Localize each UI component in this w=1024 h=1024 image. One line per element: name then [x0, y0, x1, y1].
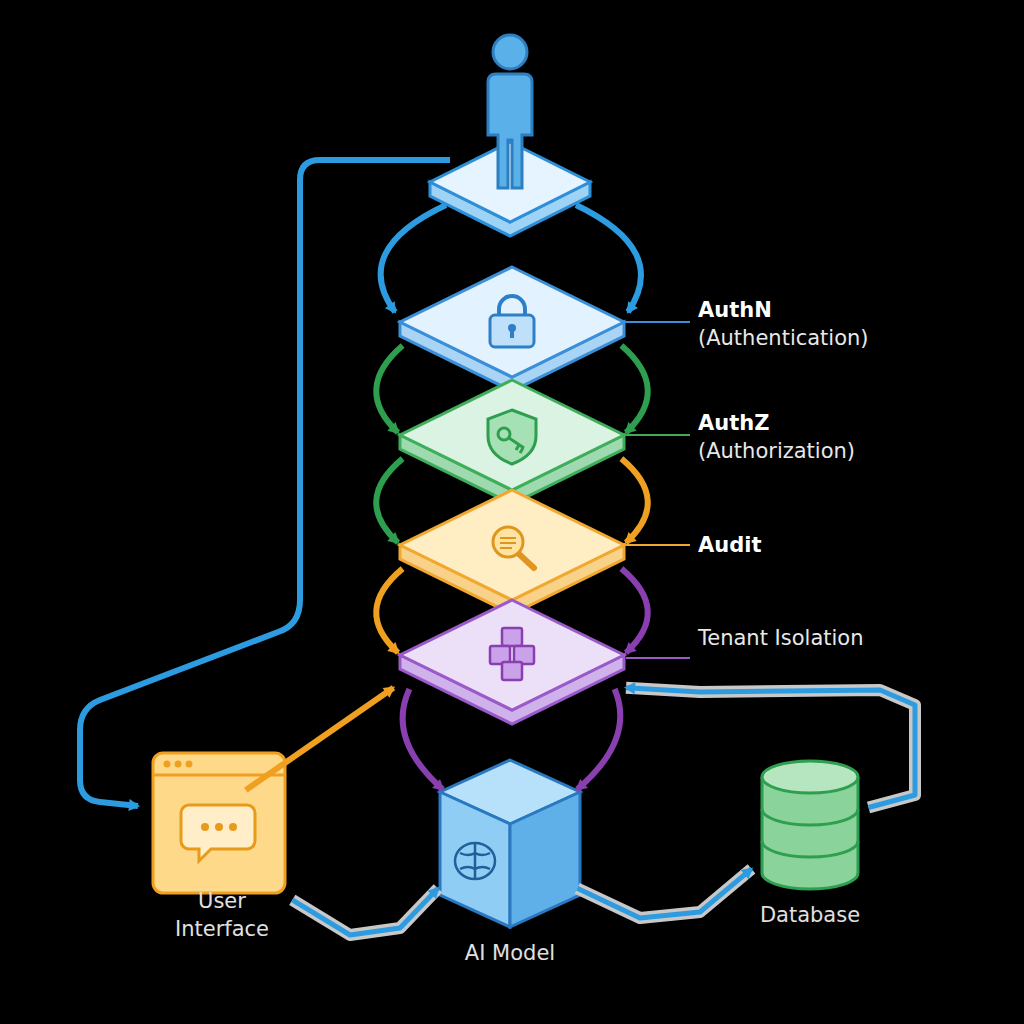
leader-line — [626, 544, 690, 546]
node-sublabel: (Authentication) — [698, 324, 958, 352]
flow-arrow — [292, 888, 438, 935]
flow-line — [576, 205, 641, 312]
node-label: Tenant Isolation — [698, 624, 958, 652]
text-box: User Interface — [167, 887, 277, 943]
authn-layer: AuthN(Authentication) — [398, 265, 626, 395]
flow-arrow — [403, 689, 443, 789]
leader-line — [626, 434, 690, 436]
flow-arrow — [246, 688, 394, 790]
flow-arrow — [626, 688, 915, 808]
person-platform — [430, 142, 590, 236]
flow-arrow — [376, 569, 402, 653]
flow-arrow — [577, 869, 751, 918]
leader-line — [626, 321, 690, 323]
node-outline — [398, 265, 626, 395]
node-label: Audit — [698, 531, 958, 559]
node-label: User Interface — [167, 887, 277, 943]
text-box: AI Model — [430, 939, 590, 967]
flow-arrow — [577, 689, 620, 789]
text-box: Database — [745, 901, 875, 929]
user-interface-box: User Interface — [145, 745, 300, 960]
person-icon — [488, 35, 532, 188]
connector-casing — [577, 869, 751, 918]
connector-casing — [626, 688, 915, 808]
node-outline — [430, 755, 590, 930]
node-label: AuthZ — [698, 409, 958, 437]
node-label: Database — [745, 901, 875, 929]
flow-arrow — [376, 459, 402, 543]
text-box: AuthZ(Authorization) — [698, 409, 958, 465]
flow-arrow — [621, 569, 647, 653]
flow-arrow — [621, 346, 647, 433]
flow-line — [381, 205, 446, 312]
ai-model-box: AI Model — [430, 755, 590, 970]
flow-arrow — [621, 459, 647, 543]
node-outline — [145, 745, 295, 900]
leader-line — [626, 657, 690, 659]
flow-line — [80, 160, 450, 806]
text-box: Tenant Isolation — [698, 624, 958, 652]
node-outline — [745, 755, 875, 895]
node-outline — [398, 598, 626, 728]
database-box: Database — [745, 755, 875, 930]
flow-arrow — [376, 346, 402, 433]
tenant-isolation-layer: Tenant Isolation — [398, 598, 626, 728]
text-box: AuthN(Authentication) — [698, 296, 958, 352]
connector-casing — [292, 888, 438, 935]
node-label: AI Model — [430, 939, 590, 967]
node-sublabel: (Authorization) — [698, 437, 958, 465]
node-label: AuthN — [698, 296, 958, 324]
text-box: Audit — [698, 531, 958, 559]
